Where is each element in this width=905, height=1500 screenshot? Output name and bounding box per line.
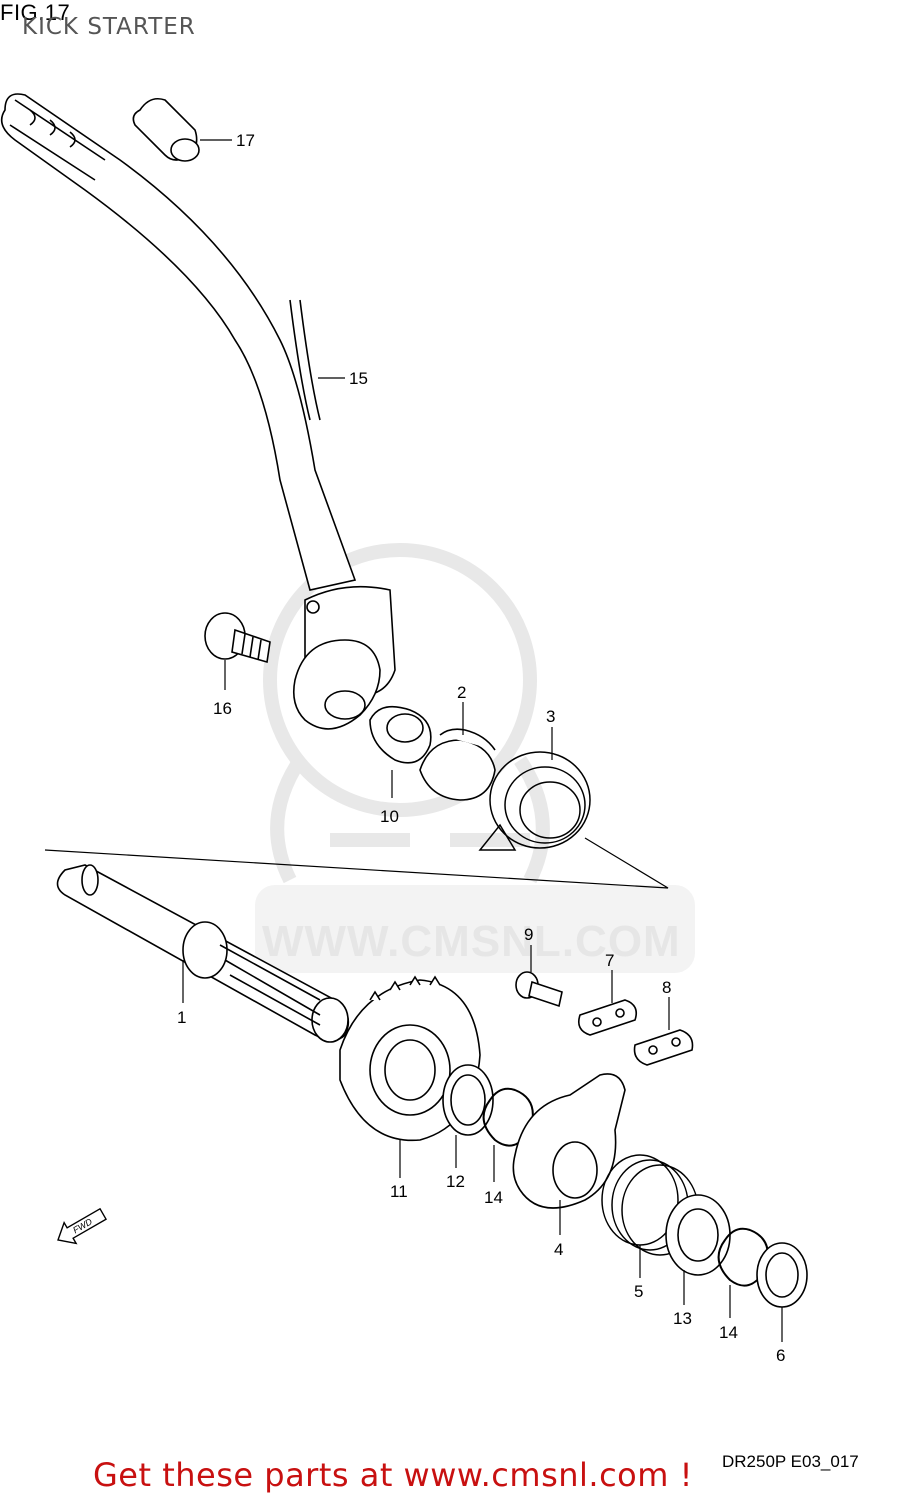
callout-14-lower[interactable]: 14 — [719, 1323, 738, 1342]
callout-7[interactable]: 7 — [605, 951, 614, 970]
part-16-bolt[interactable] — [204, 612, 271, 664]
callout-11[interactable]: 11 — [390, 1182, 408, 1201]
callout-5[interactable]: 5 — [634, 1282, 643, 1301]
callout-9[interactable]: 9 — [524, 925, 533, 944]
callout-10[interactable]: 10 — [380, 807, 399, 826]
assembly-axis-line — [44, 837, 669, 889]
part-9-bolt[interactable] — [515, 971, 563, 1008]
part-17-grip-cap[interactable] — [132, 97, 200, 162]
part-4-ratchet[interactable] — [512, 1073, 626, 1209]
part-11-kick-gear[interactable] — [339, 975, 481, 1142]
part-12-washer[interactable] — [442, 1064, 494, 1136]
part-15-kick-lever[interactable] — [0, 93, 396, 730]
part-1-kick-shaft[interactable] — [56, 864, 350, 1043]
figure-title: KICK STARTER — [22, 14, 196, 40]
leader-lines — [182, 139, 783, 1342]
part-6-washer[interactable] — [756, 1242, 808, 1308]
watermark — [255, 543, 695, 973]
callout-17[interactable]: 17 — [236, 131, 255, 150]
part-2-guide[interactable] — [419, 728, 496, 801]
callout-12[interactable]: 12 — [446, 1172, 465, 1191]
footer-cta-link[interactable]: Get these parts at www.cmsnl.com ! — [93, 1456, 693, 1494]
part-14-circlip-upper[interactable] — [482, 1087, 534, 1147]
callout-13[interactable]: 13 — [673, 1309, 692, 1328]
watermark-text: WWW.CMSNL.COM — [262, 917, 681, 966]
callout-6[interactable]: 6 — [776, 1346, 785, 1365]
callout-8[interactable]: 8 — [662, 978, 671, 997]
diagram-reference-code: DR250P E03_017 — [722, 1452, 859, 1471]
figure-number: FIG.17 — [0, 0, 71, 25]
part-8-plate[interactable] — [633, 1029, 694, 1066]
callout-1[interactable]: 1 — [177, 1008, 186, 1027]
callout-15[interactable]: 15 — [349, 369, 368, 388]
callout-3[interactable]: 3 — [546, 707, 555, 726]
callout-16[interactable]: 16 — [213, 699, 232, 718]
callout-2[interactable]: 2 — [457, 683, 466, 702]
callout-14-upper[interactable]: 14 — [484, 1188, 503, 1207]
part-7-plate[interactable] — [577, 999, 638, 1036]
part-10-bushing[interactable] — [369, 705, 432, 764]
part-13-washer[interactable] — [665, 1194, 731, 1276]
part-3-spring[interactable] — [478, 751, 591, 851]
fwd-arrow-icon: FWD — [57, 1207, 107, 1245]
callout-4[interactable]: 4 — [554, 1240, 563, 1259]
